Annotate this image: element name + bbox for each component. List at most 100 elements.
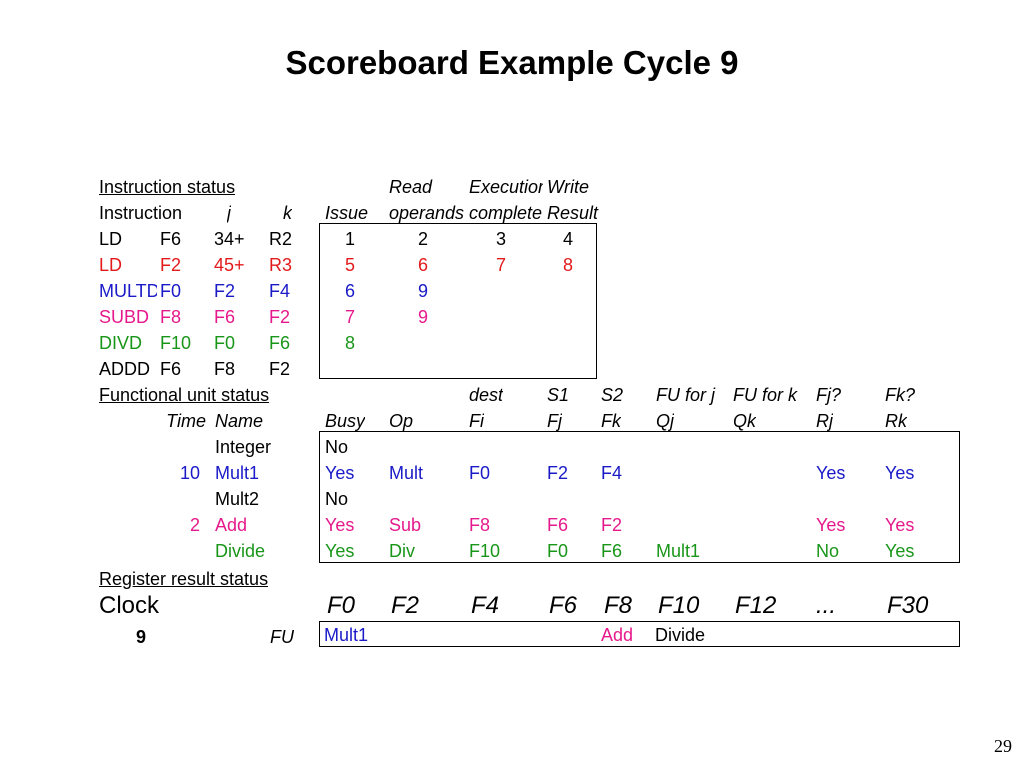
fu-cell-op: Div	[389, 541, 415, 561]
fu-cell-rk: Yes	[885, 515, 915, 535]
instruction-cell-j: F6	[160, 359, 182, 379]
fu-cell-rj: Yes	[816, 515, 846, 535]
fu-cell-rj	[816, 486, 881, 512]
instruction-cell-k: F6	[214, 307, 236, 327]
fu-cell-op	[389, 486, 464, 512]
fu-cell-fk: F6	[601, 541, 623, 561]
header-j: j	[227, 203, 231, 223]
instruction-cell-write	[548, 304, 588, 330]
instruction-cell-j: F10	[160, 333, 192, 353]
fu-cell-name: Add	[215, 515, 248, 535]
register-header: F30	[887, 592, 929, 619]
fu-cell-fj	[547, 486, 597, 512]
header-fu-for-j: FU for j	[656, 385, 716, 405]
instruction-cell-k: F2	[214, 281, 236, 301]
header-qk: Qk	[733, 411, 757, 431]
instruction-cell-k: F0	[214, 333, 236, 353]
header-name: Name	[215, 411, 264, 431]
header-fj: Fj	[547, 411, 562, 431]
header-issue: Issue	[325, 203, 369, 223]
register-header: F8	[604, 592, 633, 619]
header-s2: S2	[601, 385, 624, 405]
instruction-cell-r: R3	[269, 255, 293, 275]
instruction-cell-issue: 1	[344, 229, 355, 249]
fu-cell-time	[150, 486, 200, 512]
instruction-cell-write	[548, 356, 588, 382]
fu-cell-fk: F4	[601, 463, 623, 483]
page-title: Scoreboard Example Cycle 9	[285, 44, 739, 81]
functional-unit-status-label: Functional unit status	[99, 385, 270, 405]
instruction-cell-op: SUBD	[99, 307, 150, 327]
register-header: F0	[327, 592, 356, 619]
header-execution: Execution	[469, 177, 543, 197]
instruction-cell-issue: 6	[344, 281, 355, 301]
register-fu-value	[388, 622, 460, 648]
fu-cell-op: Mult	[389, 463, 424, 483]
header-fu-for-k: FU for k	[733, 385, 798, 405]
fu-cell-busy: No	[325, 489, 349, 509]
functional-unit-status-box	[319, 431, 960, 563]
fu-cell-qk	[733, 434, 813, 460]
fu-cell-fi: F10	[469, 541, 501, 561]
instruction-cell-op: LD	[99, 255, 123, 275]
instruction-cell-op: LD	[99, 229, 123, 249]
fu-cell-name: Divide	[215, 541, 266, 561]
clock-value: 9	[135, 627, 146, 647]
register-header: F6	[549, 592, 578, 619]
register-fu-value: Add	[601, 625, 634, 645]
fu-cell-busy: No	[325, 437, 349, 457]
fu-cell-qk	[733, 486, 813, 512]
fu-cell-qj	[656, 512, 731, 538]
instruction-cell-read: 6	[417, 255, 428, 275]
instruction-cell-op: DIVD	[99, 333, 143, 353]
fu-cell-busy: Yes	[325, 463, 355, 483]
fu-cell-rj: No	[816, 541, 840, 561]
fu-cell-fj: F6	[547, 515, 569, 535]
instruction-cell-j: F2	[160, 255, 182, 275]
instruction-cell-k: F8	[214, 359, 236, 379]
instruction-cell-r: R2	[269, 229, 293, 249]
fu-cell-qj	[656, 460, 731, 486]
fu-cell-qj	[656, 486, 731, 512]
fu-cell-name: Mult2	[215, 489, 260, 509]
instruction-cell-issue: 8	[344, 333, 355, 353]
fu-cell-time	[150, 434, 200, 460]
fu-cell-fi	[469, 434, 544, 460]
clock-label: Clock	[99, 592, 160, 619]
header-rj: Rj	[816, 411, 833, 431]
instruction-cell-r: F6	[269, 333, 291, 353]
fu-cell-rj: Yes	[816, 463, 846, 483]
fu-label: FU	[270, 627, 294, 647]
instruction-cell-read: 9	[417, 307, 428, 327]
instruction-cell-issue	[330, 356, 370, 382]
instruction-cell-write	[548, 278, 588, 304]
instruction-cell-write: 4	[562, 229, 573, 249]
register-header: F10	[658, 592, 700, 619]
fu-cell-fk	[601, 434, 651, 460]
instruction-cell-exec: 7	[495, 255, 506, 275]
fu-cell-fj: F0	[547, 541, 569, 561]
header-complete: complete	[469, 203, 543, 223]
register-header: F2	[391, 592, 420, 619]
fu-cell-qj: Mult1	[656, 541, 701, 561]
fu-cell-op: Sub	[389, 515, 422, 535]
instruction-cell-exec	[481, 304, 521, 330]
fu-cell-time: 2	[189, 515, 200, 535]
instruction-cell-j: F8	[160, 307, 182, 327]
header-fi: Fi	[469, 411, 484, 431]
fu-cell-fi: F0	[469, 463, 491, 483]
fu-cell-busy: Yes	[325, 541, 355, 561]
fu-cell-rk	[885, 486, 950, 512]
register-header: F12	[735, 592, 777, 619]
instruction-cell-exec	[481, 356, 521, 382]
fu-cell-fj	[547, 434, 597, 460]
instruction-cell-write: 8	[562, 255, 573, 275]
header-dest: dest	[469, 385, 504, 405]
instruction-cell-k: 45+	[214, 255, 245, 275]
instruction-cell-r: F2	[269, 307, 291, 327]
fu-cell-rk	[885, 434, 950, 460]
instruction-cell-op: ADDD	[99, 359, 151, 379]
header-instruction: Instruction	[99, 203, 183, 223]
instruction-cell-issue: 5	[344, 255, 355, 275]
instruction-cell-j: F0	[160, 281, 182, 301]
